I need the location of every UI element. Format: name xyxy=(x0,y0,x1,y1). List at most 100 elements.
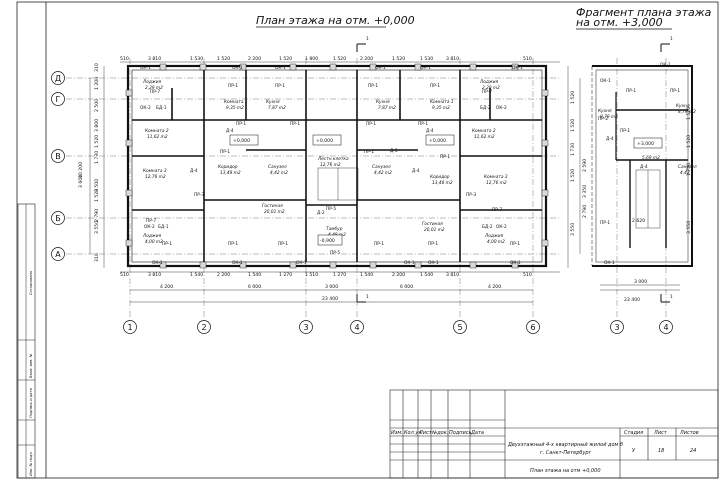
dim-left: 3 800 xyxy=(94,119,100,132)
mark-opening: ПР-1 xyxy=(418,121,428,127)
main-floor-plan xyxy=(125,63,549,269)
tb-header: №док. xyxy=(431,430,448,436)
mark-opening: ПР-1 xyxy=(278,241,288,247)
level-marks: +0,000 +0,000 +0,000 -0,900 +3,000 xyxy=(229,134,663,246)
level-minus900: -0,900 xyxy=(320,238,335,244)
room-frag_area: 5,69 m2 xyxy=(642,155,660,161)
mark-window2: ОК-2 xyxy=(496,105,507,111)
axis-col-label: 5 xyxy=(457,323,462,332)
mark-door4: Д-4 xyxy=(606,136,614,142)
dim-right: 2 790 xyxy=(582,205,588,218)
axis-row-label: А xyxy=(55,250,61,259)
room-name: Кухня xyxy=(676,103,690,109)
room-room1_l: Комната 19,35 m2 xyxy=(224,99,248,111)
section-label: 1 xyxy=(366,36,369,42)
tb-header: Лист xyxy=(418,430,433,436)
dim-left: 310 xyxy=(94,63,100,72)
room-area: 20,01 m2 xyxy=(264,209,285,215)
axis-col-label: 6 xyxy=(530,323,535,332)
room-room2_l: Комната 211,62 m2 xyxy=(145,128,169,140)
mark-opening7: ПР-7 xyxy=(150,89,160,95)
axis-col-label: 2 xyxy=(201,323,206,332)
room-area: 4,42 xyxy=(680,170,690,176)
mark-window: ОК-1 xyxy=(232,260,243,266)
room-area: 13,48 m2 xyxy=(220,170,241,176)
dim-top: 1 520 xyxy=(279,56,292,62)
section-label: 1 xyxy=(670,294,673,300)
room-name: Лоджия xyxy=(484,233,503,239)
dim-left: 3 500 xyxy=(94,179,100,192)
fragment-title-line2: на отм. +3,000 xyxy=(576,16,663,29)
frag-dim-right: 3 550 xyxy=(686,221,692,234)
mark-opening3: ПР-3 xyxy=(466,192,476,198)
room-area: 8,79 m2 xyxy=(600,114,618,120)
dim-top: 1 520 xyxy=(392,56,405,62)
section-label: 1 xyxy=(670,36,673,42)
mark-window: ОК-1 xyxy=(232,65,243,71)
title-block xyxy=(389,389,719,479)
mark-door4: Д-4 xyxy=(426,128,434,134)
room-name: Гостиная xyxy=(262,203,283,209)
room-area: 7,87 m2 xyxy=(378,105,396,111)
dim-right: 3 350 xyxy=(582,185,588,198)
dim-bottom: 1 540 xyxy=(360,272,373,278)
mark-opening2: ПР-2 xyxy=(598,116,608,122)
room-area: 4,00 m2 xyxy=(145,239,163,245)
room-name: Санузел xyxy=(372,164,391,170)
room-name: Кухня xyxy=(598,108,612,114)
dim-right: 1 730 xyxy=(570,143,576,156)
room-name: Комната 1 xyxy=(224,99,248,105)
tb-sheet-name: План этажа на отм +0,000 xyxy=(530,468,601,474)
frag-dim-3000: 3 000 xyxy=(634,279,647,285)
mark-opening7: ПР-7 xyxy=(492,207,502,213)
mark-window: ОК-1 xyxy=(604,260,615,266)
mark-opening: ПР-1 xyxy=(236,121,246,127)
room-name: Коридор xyxy=(430,174,450,180)
fragment-floor-plan xyxy=(591,65,693,267)
frag-dim-total: 23 400 xyxy=(624,297,640,303)
room-area: 11,62 m2 xyxy=(147,134,168,140)
level-plus0-left: +0,000 xyxy=(233,138,250,144)
mark-opening: ПР-1 xyxy=(275,83,285,89)
mark-opening7: ПР-7 xyxy=(146,218,156,224)
mark-door2: Д-2 xyxy=(317,210,325,216)
mark-opening: ПР-1 xyxy=(670,88,680,94)
mark-opening: ПР-1 xyxy=(428,241,438,247)
mark-window: ОК-1 xyxy=(512,65,523,71)
dim-bottom: 3 810 xyxy=(446,272,459,278)
axis-row-А: А xyxy=(51,247,65,261)
frag-dim-right: 1 520 xyxy=(686,135,692,148)
mark-opening: ПР-1 xyxy=(162,241,172,247)
room-room3_r: Комната 312,76 m2 xyxy=(484,174,508,186)
room-area: 9,35 m2 xyxy=(226,105,244,111)
frag-dim: 2 620 xyxy=(632,218,645,224)
dim-left: 2 790 xyxy=(94,209,100,222)
axis-col-label: 4 xyxy=(354,323,359,332)
dim-bottom: 1 540 xyxy=(248,272,261,278)
mark-opening: ПР-1 xyxy=(290,121,300,127)
mark-opening: ПР-1 xyxy=(440,154,450,160)
room-name: Лоджия xyxy=(142,233,161,239)
mark-opening: ПР-1 xyxy=(510,241,520,247)
axis-col-5: 5 xyxy=(453,320,467,334)
room-area: 12,76 m2 xyxy=(320,162,341,168)
stair-flights xyxy=(317,167,359,201)
tb-sheet-label: Лист xyxy=(653,430,668,436)
mark-balcony_door2: БД-2 xyxy=(480,105,491,111)
section-label: 1 xyxy=(366,294,369,300)
room-area: 8,79 m2 xyxy=(678,109,696,115)
room-name: Коридор xyxy=(218,164,238,170)
